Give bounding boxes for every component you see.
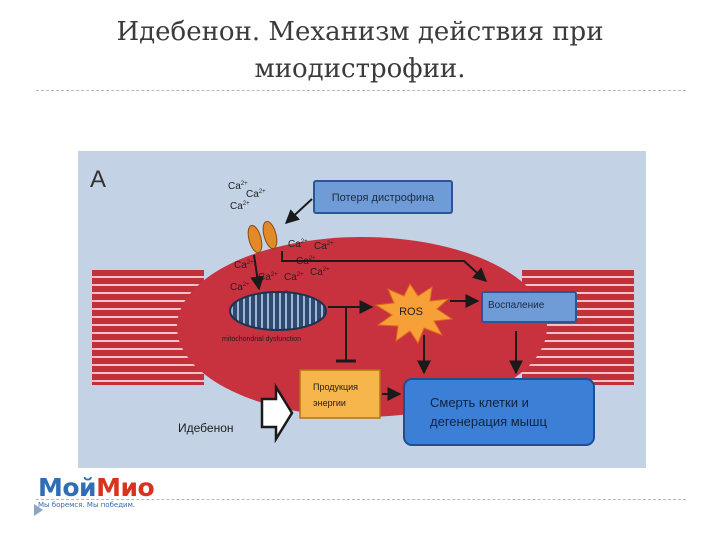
logo-tagline: Мы боремся. Мы победим. [38,501,136,509]
inflammation-box [481,291,577,323]
calcium-to-inflammation-arrow [281,251,488,282]
panel-label: A [90,166,106,193]
calcium-ion-label: Ca2+ [284,272,304,283]
calcium-channel-icon [262,220,278,250]
calcium-ion-label: Ca2+ [246,189,266,200]
ros-burst-icon [374,283,454,345]
calcium-ion-label: Ca2+ [288,239,308,250]
calcium-ion-label: Ca2+ [310,267,330,278]
footer-divider [36,499,686,500]
mitochondrion-icon [229,291,327,331]
moymio-logo: МойМио Мы боремся. Мы победим. [38,473,155,510]
slide-title-line-1: Идебенон. Механизм действия при [116,17,604,47]
logo-wordmark: МойМио [38,473,155,502]
mechanism-diagram: A Ca2+ Ca2+ Ca2+ Ca2+ Ca2+ Ca2+ Ca2+ Ca2… [78,151,646,468]
calcium-ion-label: Ca2+ [228,181,248,192]
energy-production-label-2: энергии [313,398,346,408]
calcium-channel-icon [247,224,263,254]
dystrophin-loss-box [313,180,453,214]
calcium-ion-label: Ca2+ [230,282,250,293]
bullet-triangle-icon [34,504,43,516]
inflammation-label: Воспаление [488,300,545,311]
calcium-ion-label: Ca2+ [234,260,254,271]
idebenone-arrow-icon [260,382,294,444]
energy-production-label-1: Продукция [313,382,358,392]
calcium-ion-label: Ca2+ [258,272,278,283]
calcium-ion-label: Ca2+ [314,241,334,252]
mitochondrial-dysfunction-label: mitochondrial dysfunction [222,336,301,343]
cell-death-label-2: дегенерация мышц [430,414,547,429]
logo-part-2: Мио [96,473,155,502]
calcium-ion-label: Ca2+ [230,201,250,212]
energy-production-box [299,369,381,419]
dystrophin-to-channel-arrow [284,198,313,224]
dystrophin-loss-label: Потеря дистрофина [332,192,435,204]
cell-death-box [403,378,595,446]
cell-death-label-1: Смерть клетки и [430,395,529,410]
ros-label: ROS [399,306,423,318]
muscle-cell [177,237,547,417]
slide-title: Идебенон. Механизм действия при миодистр… [60,14,660,88]
slide-title-line-2: миодистрофии. [254,54,466,84]
title-divider [36,90,686,91]
calcium-influx-arrow [250,254,265,291]
idebenone-label: Идебенон [178,421,234,435]
logo-part-1: Мой [38,473,97,502]
